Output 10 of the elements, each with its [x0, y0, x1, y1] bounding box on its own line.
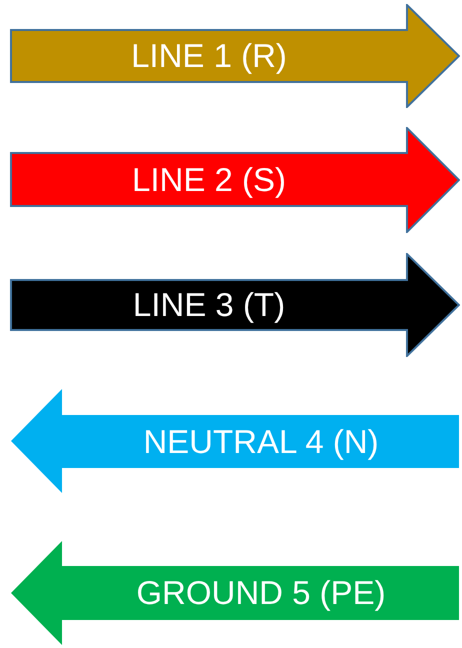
direction-banner: [10, 388, 460, 494]
direction-banner: [10, 540, 460, 646]
arrow-label: LINE 2 (S): [132, 160, 286, 198]
direction-banner: [10, 127, 460, 233]
arrow-label: LINE 3 (T): [132, 286, 286, 324]
direction-banner: [10, 4, 460, 108]
arrow-label: LINE 1 (R): [131, 37, 287, 75]
direction-banner: [10, 253, 460, 357]
arrow-label: GROUND 5 (PE): [136, 574, 386, 612]
arrow-label: NEUTRAL 4 (N): [143, 422, 379, 460]
